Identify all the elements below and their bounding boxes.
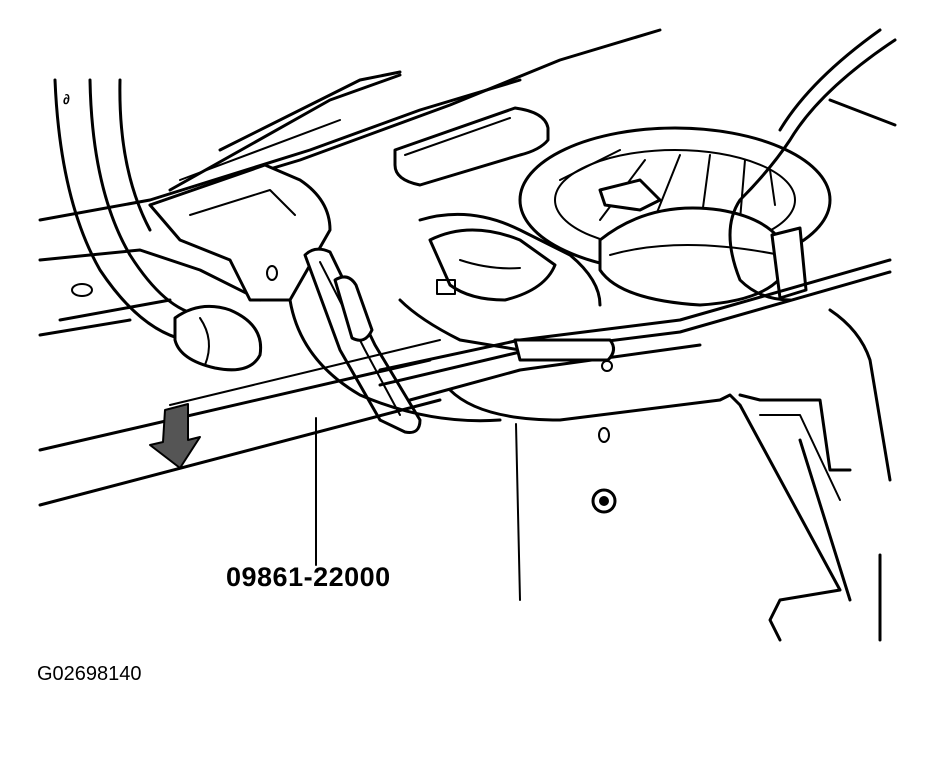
- tank-strap-tool: [303, 247, 422, 434]
- strap-bracket: [71, 163, 332, 302]
- fuel-tank: [288, 212, 668, 423]
- wire-harness: [728, 28, 897, 302]
- side-sill: [448, 308, 892, 642]
- tool-part-number-label: 09861-22000: [226, 562, 391, 592]
- fuel-lines: [378, 258, 892, 402]
- bolt-icon: [591, 488, 617, 514]
- fuel-hose: ∂: [53, 78, 263, 372]
- svg-text:∂: ∂: [63, 91, 70, 107]
- down-arrow-icon: [149, 403, 201, 469]
- floor-pad: [393, 106, 550, 187]
- bolt-icon-small: [598, 427, 610, 443]
- figure-id-label: G02698140: [37, 663, 142, 685]
- crossmember-bar: [38, 339, 442, 507]
- callout-leaders: [315, 417, 521, 601]
